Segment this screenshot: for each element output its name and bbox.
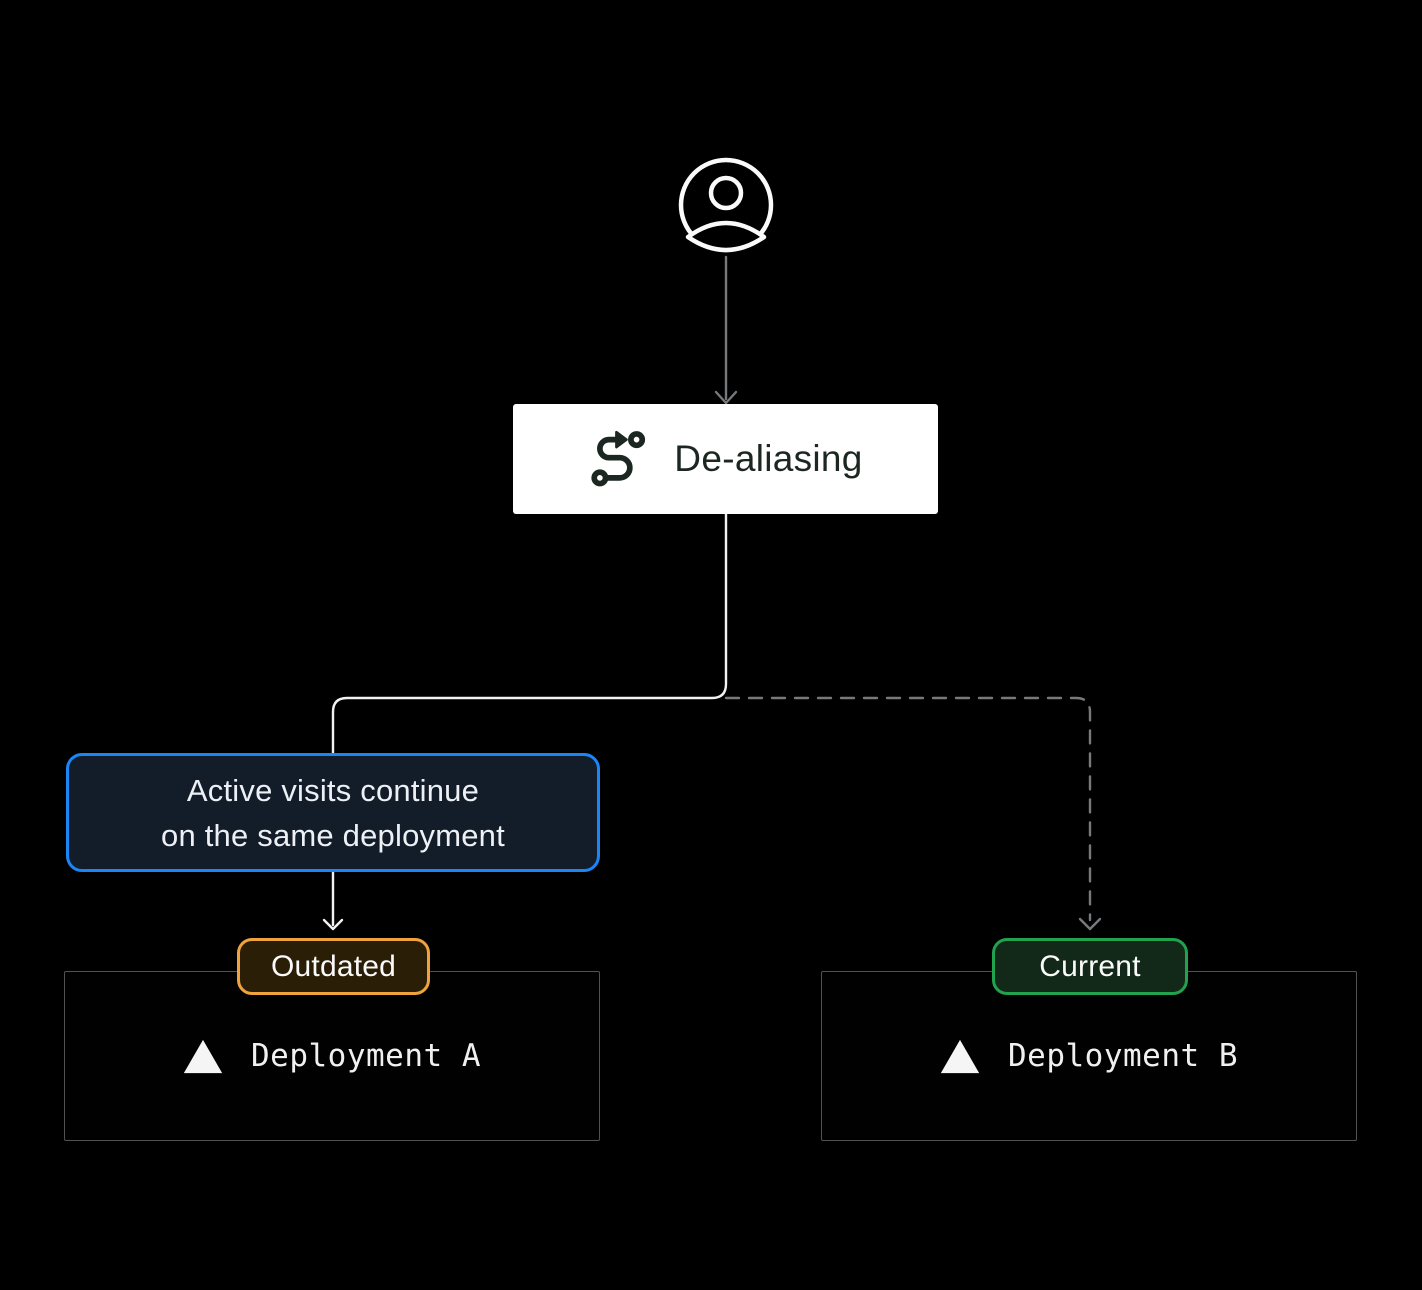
note-line-1: Active visits continue (186, 772, 480, 808)
vercel-triangle-icon (940, 1039, 980, 1073)
arrowhead-into-outdated-icon (322, 918, 344, 931)
dealiasing-node: De-aliasing (513, 404, 938, 514)
arrowhead-into-current-icon (1078, 917, 1102, 931)
route-icon (591, 430, 646, 487)
active-visits-note: Active visits continue on the same deplo… (66, 753, 600, 872)
dealiasing-label: De-aliasing (674, 438, 863, 479)
current-status-badge: Current (992, 938, 1188, 995)
dealiasing-to-outdated-line (331, 512, 728, 927)
outdated-status-badge: Outdated (237, 938, 430, 995)
deployment-a-node: Deployment A (64, 971, 600, 1141)
deployment-a-label: Deployment A (251, 1038, 481, 1074)
deployment-b-node: Deployment B (821, 971, 1357, 1141)
note-line-2: on the same deployment (161, 817, 505, 853)
current-badge-label: Current (1039, 949, 1141, 983)
user-circle-icon (678, 157, 774, 253)
arrowhead-into-dealiasing-icon (714, 390, 738, 405)
vercel-triangle-icon (183, 1039, 223, 1073)
outdated-badge-label: Outdated (270, 949, 397, 983)
deployment-b-label: Deployment B (1008, 1038, 1238, 1074)
dealiasing-to-current-dashed-line (724, 696, 1092, 922)
user-node (678, 157, 774, 253)
